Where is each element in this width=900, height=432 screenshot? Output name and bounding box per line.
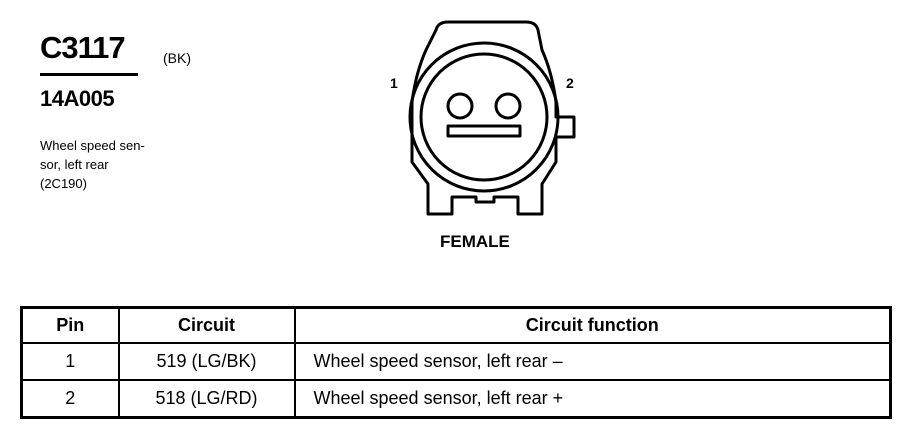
cell-circuit: 519 (LG/BK) <box>117 342 296 381</box>
connector-inner-ring <box>419 52 549 182</box>
connector-face-diagram <box>408 20 576 216</box>
cell-pin: 1 <box>20 342 120 381</box>
connector-description: Wheel speed sen- sor, left rear (2C190) <box>40 136 190 193</box>
cell-circuit: 518 (LG/RD) <box>117 379 296 419</box>
part-number: 14A005 <box>40 86 115 111</box>
pin-label-1: 1 <box>390 75 398 91</box>
connector-id: C3117 <box>40 30 126 65</box>
table-row: 2 518 (LG/RD) Wheel speed sensor, left r… <box>20 379 892 419</box>
pinout-table: Pin Circuit Circuit function 1 519 (LG/B… <box>20 306 892 419</box>
connector-gender-label: FEMALE <box>440 232 510 251</box>
pin-label-2: 2 <box>566 75 574 91</box>
table-row: 1 519 (LG/BK) Wheel speed sensor, left r… <box>20 342 892 381</box>
cell-circuit-function: Wheel speed sensor, left rear + <box>293 379 892 419</box>
keyway-slot-icon <box>446 124 522 138</box>
table-header-row: Pin Circuit Circuit function <box>20 306 892 344</box>
pin-cavity-2-icon <box>494 92 522 120</box>
header-circuit-function: Circuit function <box>293 306 892 344</box>
connector-outer-ring <box>408 41 560 193</box>
description-line: sor, left rear <box>40 157 109 172</box>
description-line: (2C190) <box>40 176 87 191</box>
connector-id-underline <box>40 73 138 76</box>
cell-pin: 2 <box>20 379 120 419</box>
cell-circuit-function: Wheel speed sensor, left rear – <box>293 342 892 381</box>
header-pin: Pin <box>20 306 120 344</box>
connector-housing-outline <box>410 20 576 216</box>
connector-color: (BK) <box>163 50 191 66</box>
pin-cavity-1-icon <box>446 92 474 120</box>
description-line: Wheel speed sen- <box>40 138 145 153</box>
header-circuit: Circuit <box>117 306 296 344</box>
